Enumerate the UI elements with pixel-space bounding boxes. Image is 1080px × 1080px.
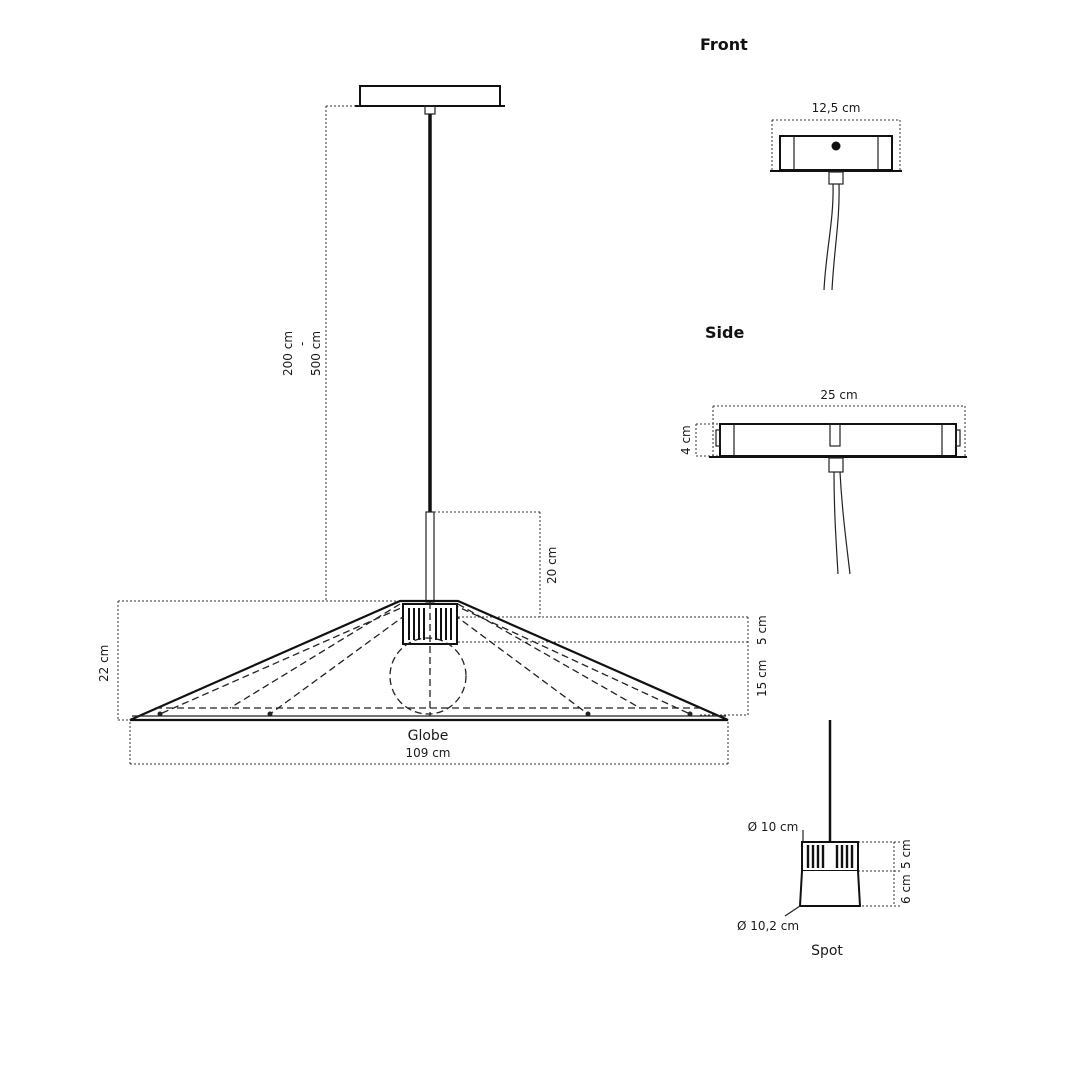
front-cord-b (831, 183, 840, 291)
bulb-name-label: Globe (408, 728, 449, 744)
side-bracket (829, 423, 841, 447)
rib-end-4 (687, 711, 693, 717)
side-view: Side 25 cm 4 cm (679, 323, 967, 575)
spot-view: 5 cm 6 cm Ø 10 cm Ø 10,2 cm Spot (737, 720, 913, 959)
spot-name-label: Spot (811, 943, 843, 959)
height-sep-label: - (295, 342, 309, 346)
stem-length-label: 20 cm (545, 547, 559, 584)
side-header: Side (705, 323, 744, 342)
front-cord-a (823, 183, 834, 291)
height-max-label: 500 cm (309, 331, 323, 376)
ceiling-canopy (359, 85, 501, 107)
spot-ring (801, 841, 859, 872)
shade-width-label: 109 cm (405, 746, 450, 760)
front-connector (828, 171, 844, 185)
canopy-connector (424, 105, 436, 115)
shade-height-label: 22 cm (97, 645, 111, 682)
spot-ring-height-label: 5 cm (899, 839, 913, 869)
front-view: Front 12,5 cm (700, 35, 902, 291)
bulb-height-label: 15 cm (755, 660, 769, 697)
spot-bottom-diameter-label: Ø 10,2 cm (737, 919, 799, 933)
spot-ring-ribs (806, 845, 854, 868)
rib-end-2 (267, 711, 273, 717)
side-height-label: 4 cm (679, 425, 693, 455)
spot-shade (798, 870, 862, 907)
globe-bulb (389, 637, 467, 715)
socket-ribs (408, 608, 452, 640)
side-canopy (719, 423, 957, 457)
side-width-label: 25 cm (820, 388, 857, 402)
height-min-label: 200 cm (281, 331, 295, 376)
rib-1 (159, 603, 411, 715)
stem-tube (425, 511, 435, 603)
side-cord-a (833, 471, 839, 575)
spot-total-height-label: 6 cm (899, 874, 913, 904)
main-pendant-view: 200 cm - 500 cm 20 cm 22 cm 5 cm 15 cm G… (97, 85, 769, 765)
rib-end-3 (585, 711, 591, 717)
rib-2 (269, 607, 416, 715)
spot-top-diameter-label: Ø 10 cm (748, 820, 799, 834)
rib-5 (229, 603, 401, 709)
front-header: Front (700, 35, 748, 54)
spot-bottom-diameter-leader (784, 905, 801, 917)
rib-end-1 (157, 711, 163, 717)
front-width-label: 12,5 cm (812, 101, 861, 115)
front-canopy (779, 135, 893, 171)
rib-6 (457, 603, 641, 709)
rib-3 (444, 607, 589, 715)
front-screw (831, 141, 841, 151)
side-cord-b (839, 471, 851, 575)
lamp-shade (129, 599, 729, 722)
socket-height-label: 5 cm (755, 615, 769, 645)
side-connector (828, 457, 844, 473)
